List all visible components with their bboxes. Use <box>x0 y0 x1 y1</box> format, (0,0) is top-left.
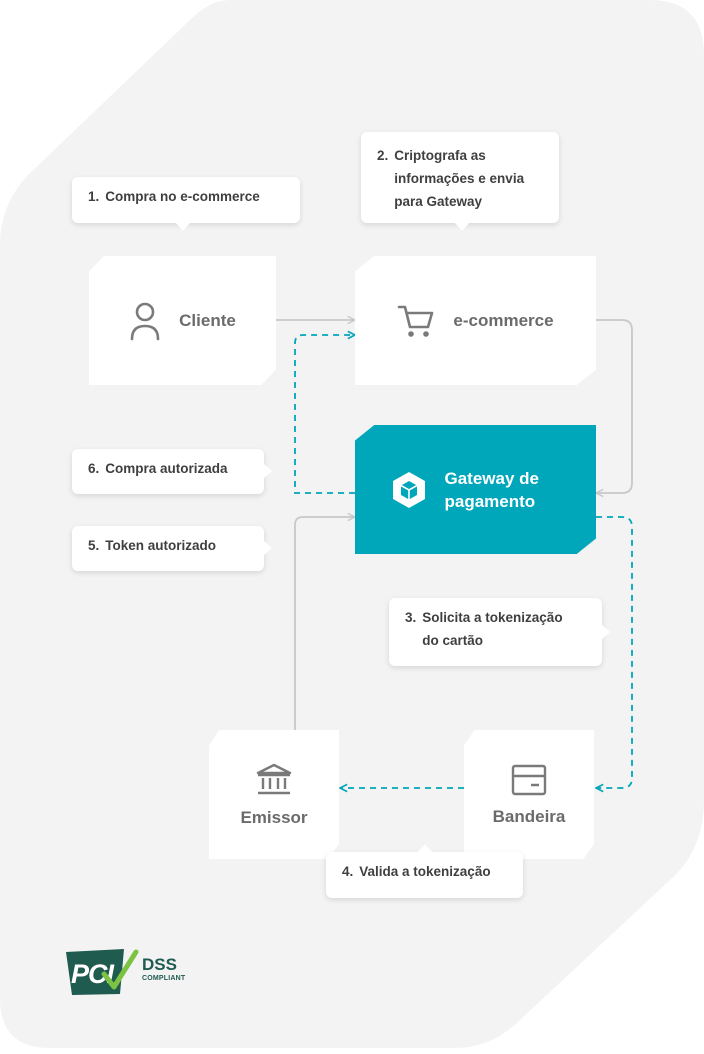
step-2-text: Criptografa as informações e envia para … <box>394 148 525 209</box>
step-4-number: 4. <box>342 864 354 879</box>
step-3-text: Solicita a tokenização do cartão <box>422 610 563 648</box>
connector-ecommerce-gateway <box>596 319 633 493</box>
pci-logo-text: PCI <box>71 959 115 989</box>
cart-icon <box>397 302 435 340</box>
step-1-callout: 1. Compra no e-commerce <box>72 177 300 223</box>
node-emissor: Emissor <box>209 730 339 859</box>
pci-dss-text: DSS <box>142 955 177 974</box>
step-2-pointer <box>454 222 470 231</box>
card-icon <box>510 763 548 797</box>
step-5-callout: 5. Token autorizado <box>72 526 264 571</box>
step-1-pointer <box>175 222 191 231</box>
node-cliente: Cliente <box>89 256 276 385</box>
node-gateway: Gateway de pagamento <box>355 425 596 554</box>
step-2-number: 2. <box>377 148 389 163</box>
step-4-pointer <box>417 844 433 853</box>
step-5-text: Token autorizado <box>105 538 217 553</box>
node-cliente-label: Cliente <box>179 310 236 330</box>
step-6-callout: 6. Compra autorizada <box>72 449 264 494</box>
step-1-number: 1. <box>88 189 100 204</box>
step-3-number: 3. <box>405 610 417 625</box>
pci-dss-compliant-logo: PCI DSS COMPLIANT <box>66 949 186 995</box>
connector-gateway-ecommerce <box>294 335 355 494</box>
node-ecommerce: e-commerce <box>355 256 596 385</box>
pci-compliant-text: COMPLIANT <box>142 975 186 982</box>
bank-icon <box>255 762 293 798</box>
step-3-callout: 3. Solicita a tokenização do cartão <box>389 598 602 666</box>
cube-icon <box>389 470 429 510</box>
step-6-pointer <box>263 463 272 479</box>
step-2-callout: 2. Criptografa as informações e envia pa… <box>361 132 559 223</box>
step-5-pointer <box>263 540 272 556</box>
step-4-text: Valida a tokenização <box>359 864 491 879</box>
node-ecommerce-label: e-commerce <box>453 310 554 330</box>
step-6-text: Compra autorizada <box>105 461 228 476</box>
user-icon <box>129 301 161 341</box>
step-4-callout: 4. Valida a tokenização <box>326 852 523 898</box>
step-6-number: 6. <box>88 461 100 476</box>
step-1-text: Compra no e-commerce <box>105 189 260 204</box>
connector-gateway-bandeira <box>596 516 633 788</box>
node-emissor-label: Emissor <box>240 807 308 827</box>
node-bandeira-label: Bandeira <box>492 806 566 826</box>
node-gateway-label: Gateway de pagamento <box>444 468 540 511</box>
step-5-number: 5. <box>88 538 100 553</box>
step-3-pointer <box>601 624 610 640</box>
node-bandeira: Bandeira <box>464 730 594 859</box>
connector-emissor-gateway <box>294 517 355 730</box>
